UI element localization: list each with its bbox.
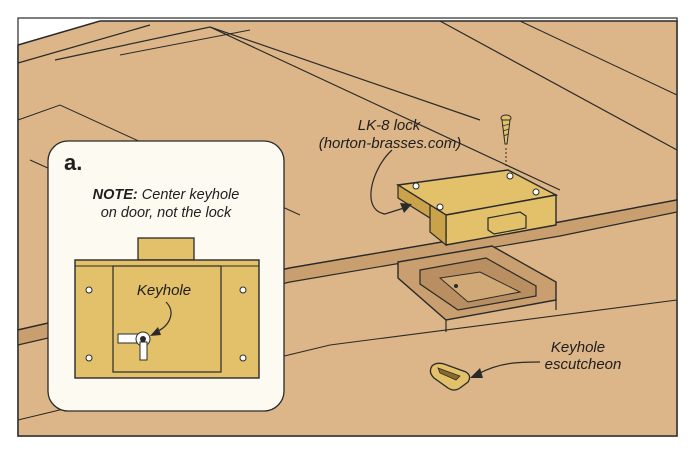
inset-keyhole-icon [117, 331, 151, 361]
lock-screw-hole [506, 172, 514, 180]
wood-screw [500, 114, 512, 166]
inset-screw-hole [239, 354, 247, 362]
inset-lock-bolt [137, 237, 195, 261]
board-seam-5 [439, 20, 678, 151]
inset-note-line1: NOTE: Center keyhole [93, 187, 240, 203]
lock-label-line2: (horton-brasses.com) [319, 135, 462, 152]
lock-body-front [429, 203, 447, 247]
inset-keyhole-label: Keyhole [137, 282, 191, 299]
lock-leader-arrow [400, 203, 412, 213]
inset-screw-hole [85, 286, 93, 294]
board-seam-4 [209, 26, 561, 191]
note-line1-rest: Center keyhole [138, 187, 240, 203]
inset-detail-a: a. NOTE: Center keyhole on door, not the… [47, 140, 285, 412]
lk8-lock [395, 169, 559, 247]
lock-leader-line [370, 149, 405, 215]
keyhole-escutcheon [429, 362, 471, 391]
note-prefix: NOTE: [93, 187, 138, 203]
inset-screw-hole [85, 354, 93, 362]
lock-screw-hole [412, 182, 420, 190]
lock-mortise [397, 245, 557, 332]
escutcheon-leader-line [477, 361, 541, 375]
escutcheon-label-line1: Keyhole [551, 339, 605, 356]
inset-keyhole-leader [155, 301, 172, 333]
escutcheon-leader-arrow [470, 368, 483, 378]
lock-screw-hole [532, 188, 540, 196]
escutcheon-label-line2: escutcheon [545, 356, 622, 373]
inset-screw-hole [239, 286, 247, 294]
board-seam-3 [119, 29, 251, 56]
lock-label-line1: LK-8 lock [358, 117, 422, 134]
inset-lock-body [112, 265, 222, 373]
board-seam-1 [17, 24, 151, 64]
inset-note-line2: on door, not the lock [101, 205, 232, 221]
lock-bolt [487, 211, 527, 235]
inset-letter: a. [64, 150, 82, 175]
lock-screw-hole [436, 203, 444, 211]
board-seam-6 [519, 20, 678, 96]
inset-keyhole-arrow [150, 327, 161, 336]
